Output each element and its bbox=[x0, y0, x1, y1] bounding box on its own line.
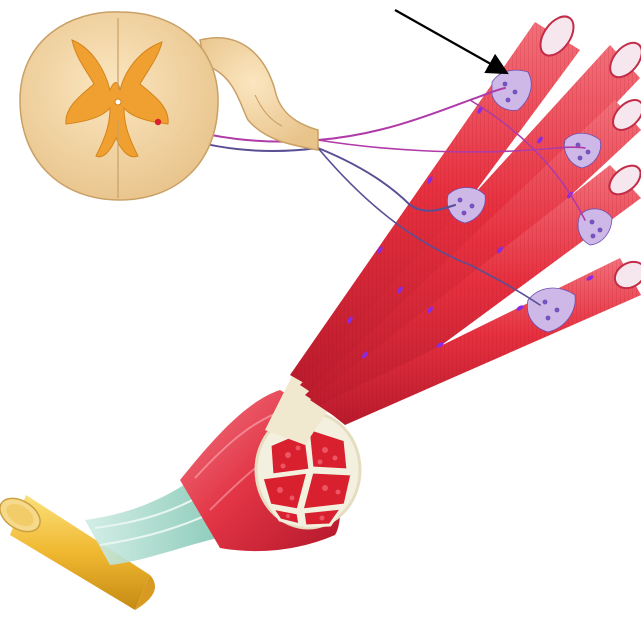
neuromuscular-junction bbox=[578, 209, 612, 245]
pointer-arrow bbox=[395, 10, 505, 72]
neuron-cell-body bbox=[155, 119, 161, 125]
spinal-cord bbox=[20, 12, 318, 200]
